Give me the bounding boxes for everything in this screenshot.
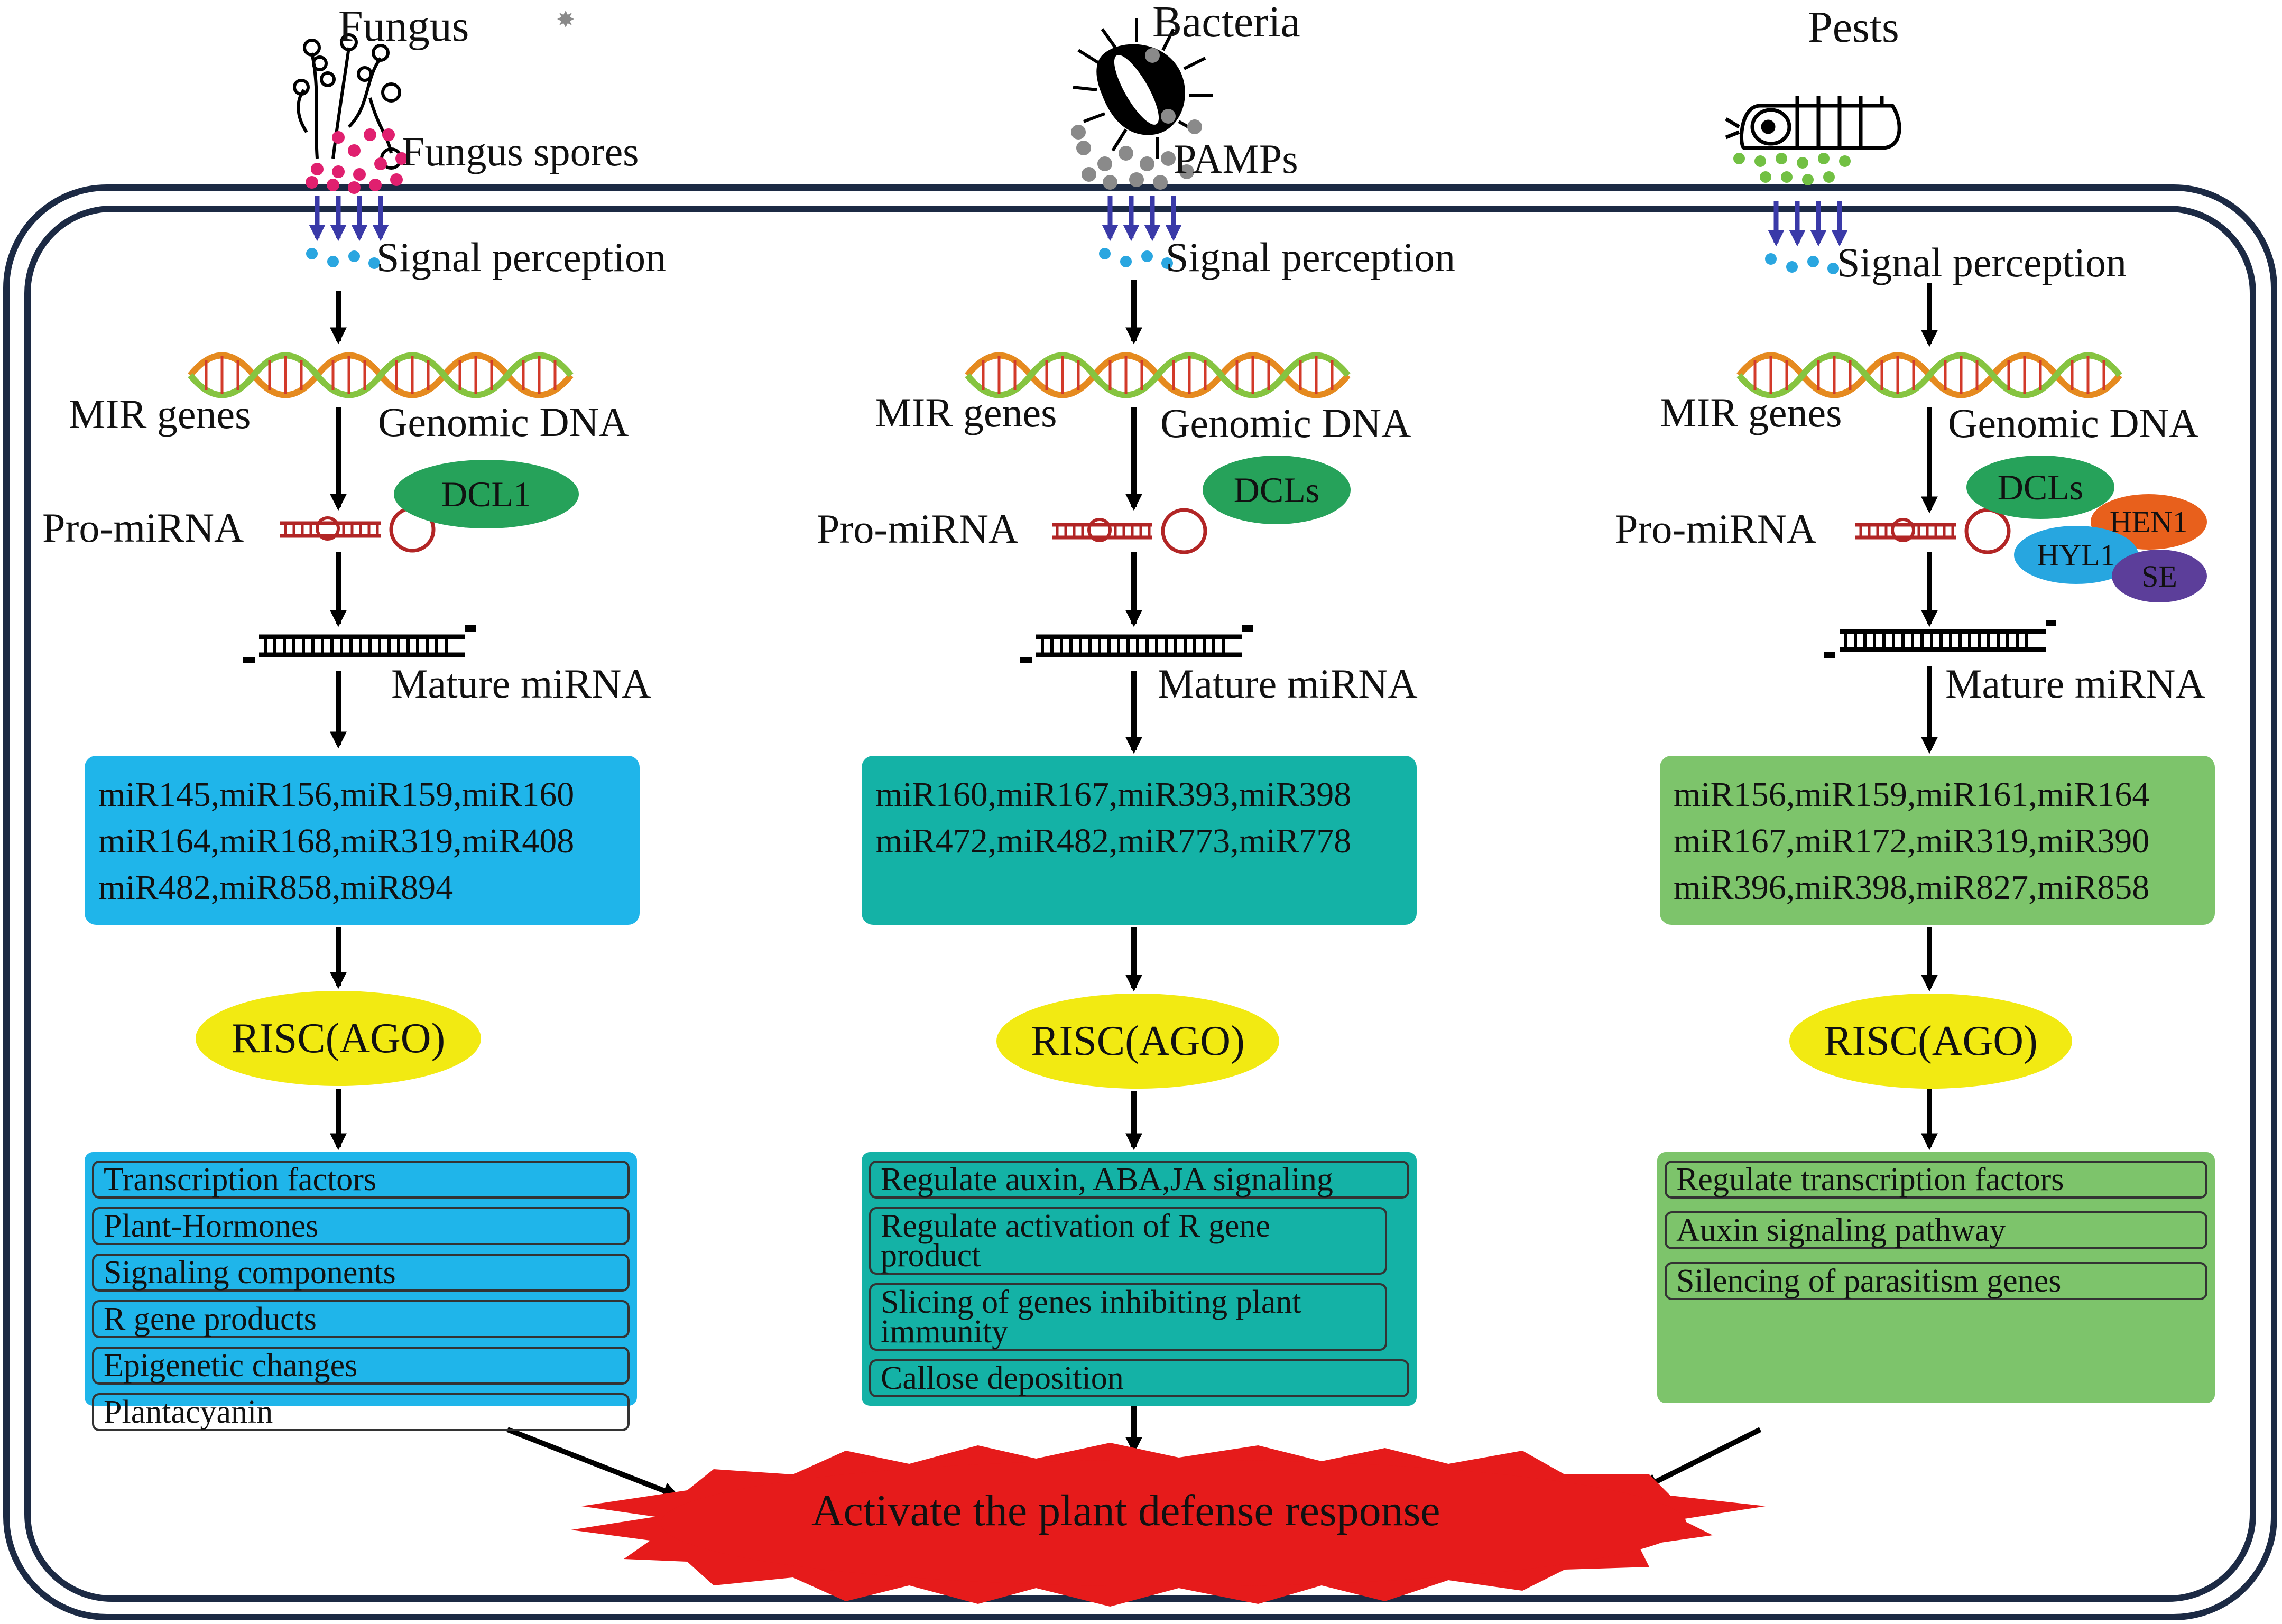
pests-mature-label: Mature miRNA	[1945, 661, 2205, 707]
bacteria-targets-panel: Regulate auxin, ABA,JA signaling Regulat…	[862, 1152, 1417, 1406]
fungus-mature-label: Mature miRNA	[391, 661, 651, 707]
se-protein: SE	[2112, 550, 2207, 602]
pests-title: Pests	[1808, 3, 1899, 52]
pests-genes-label: MIR genes	[1660, 389, 1842, 435]
target-item: Transcription factors	[92, 1161, 630, 1199]
target-item: Slicing of genes inhibiting plant immuni…	[869, 1283, 1387, 1351]
bacteria-mirna-box: miR160,miR167,miR393,miR398 miR472,miR48…	[862, 756, 1417, 925]
hyl1-protein: HYL1	[2014, 526, 2138, 584]
fungus-spores	[306, 128, 408, 194]
mirna-line: miR482,miR858,miR894	[98, 868, 454, 907]
fungus-risc-ago: RISC(AGO)	[196, 991, 481, 1086]
mirna-duplex-icon	[1824, 620, 2056, 658]
hairpin-icon	[1052, 510, 1205, 552]
pest-larva-icon	[1725, 96, 1901, 150]
fungus-promirna-label: Pro-miRNA	[42, 505, 244, 551]
fungus-hyphae-icon	[293, 33, 402, 170]
target-item: Regulate auxin, ABA,JA signaling	[869, 1161, 1409, 1199]
defense-response-label: Activate the plant defense response	[811, 1486, 1440, 1535]
dcls-enzyme: DCLs	[1966, 456, 2114, 519]
defense-burst	[571, 1443, 1766, 1607]
mirna-duplex-icon	[243, 625, 476, 663]
target-item: Callose deposition	[869, 1359, 1409, 1397]
mirna-line: miR164,miR168,miR319,miR408	[98, 822, 575, 860]
bacteria-mature-label: Mature miRNA	[1158, 661, 1418, 707]
fungus-dna-label: Genomic DNA	[378, 399, 629, 445]
pests-dna-label: Genomic DNA	[1948, 400, 2199, 446]
fungus-targets-panel: Transcription factors Plant-Hormones Sig…	[85, 1152, 637, 1431]
target-item: Regulate transcription factors	[1665, 1161, 2207, 1199]
mirna-line: miR145,miR156,miR159,miR160	[98, 775, 575, 814]
pests-risc-ago: RISC(AGO)	[1789, 994, 2072, 1089]
dcl1-enzyme: DCL1	[394, 460, 579, 528]
bacteria-promirna-label: Pro-miRNA	[817, 506, 1019, 552]
mirna-duplex-icon	[1020, 625, 1253, 663]
mirna-line: miR160,miR167,miR393,miR398	[875, 775, 1352, 814]
fungus-title: Fungus	[338, 2, 469, 51]
bacteria-stimulus-label: PAMPs	[1174, 136, 1298, 182]
pests-perception-label: Signal perception	[1837, 239, 2127, 285]
hairpin-icon	[1855, 510, 2009, 552]
bacteria-genes-label: MIR genes	[875, 389, 1057, 435]
bacteria-dna-label: Genomic DNA	[1160, 400, 1411, 446]
pests-mirna-box: miR156,miR159,miR161,miR164 miR167,miR17…	[1660, 756, 2215, 925]
fungus-stimulus-label: Fungus spores	[402, 128, 639, 174]
target-item: Auxin signaling pathway	[1665, 1211, 2207, 1249]
fungus-perception-label: Signal perception	[376, 234, 667, 280]
fungus-mirna-box: miR145,miR156,miR159,miR160 miR164,miR16…	[85, 756, 640, 925]
mirna-line: miR156,miR159,miR161,miR164	[1674, 775, 2150, 814]
pests-targets-panel: Regulate transcription factors Auxin sig…	[1657, 1152, 2215, 1403]
target-item: Silencing of parasitism genes	[1665, 1262, 2207, 1300]
dna-helix-icon	[190, 356, 571, 395]
bacterium-icon	[557, 11, 1213, 190]
target-item: Epigenetic changes	[92, 1347, 630, 1385]
mirna-line: miR472,miR482,miR773,miR778	[875, 822, 1352, 860]
flow-arrows	[329, 280, 1938, 1499]
pest-signal-dots	[1733, 153, 1851, 185]
hen1-protein: HEN1	[2091, 494, 2207, 550]
mirna-line: miR167,miR172,miR319,miR390	[1674, 822, 2150, 860]
target-item: Signaling components	[92, 1254, 630, 1292]
bacteria-risc-ago: RISC(AGO)	[996, 994, 1279, 1089]
fungus-genes-label: MIR genes	[69, 391, 251, 437]
target-item: Plant-Hormones	[92, 1207, 630, 1245]
pests-promirna-label: Pro-miRNA	[1615, 506, 1817, 552]
target-item: R gene products	[92, 1300, 630, 1338]
bacteria-title: Bacteria	[1152, 0, 1300, 47]
mirna-line: miR396,miR398,miR827,miR858	[1674, 868, 2150, 907]
hairpin-icon	[280, 508, 433, 551]
cell-membrane-inner	[24, 206, 2256, 1602]
target-item: Plantacyanin	[92, 1393, 630, 1431]
bacteria-perception-label: Signal perception	[1166, 234, 1456, 280]
dcls-enzyme: DCLs	[1203, 456, 1351, 524]
target-item: Regulate activation of R gene product	[869, 1207, 1387, 1275]
cell-membrane-outer	[3, 184, 2277, 1620]
